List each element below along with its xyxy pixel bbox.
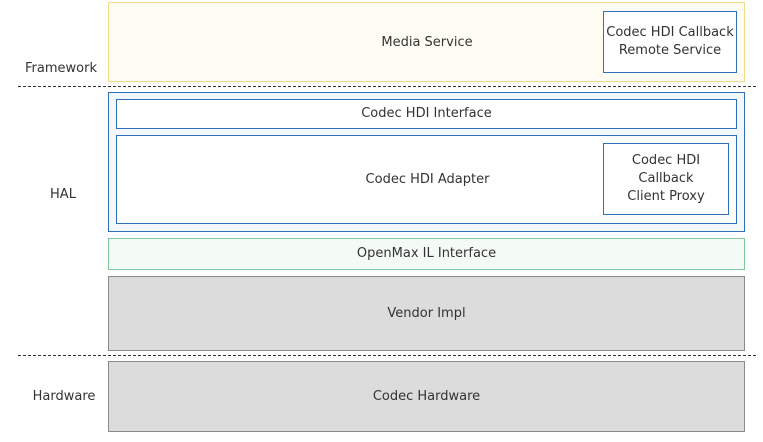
callback-remote-service-block: Codec HDI Callback Remote Service xyxy=(603,11,737,73)
callback-client-proxy-block: Codec HDI Callback Client Proxy xyxy=(603,143,729,215)
vendor-impl-block: Vendor Impl xyxy=(108,276,745,351)
codec-hdi-interface-block: Codec HDI Interface xyxy=(116,99,737,129)
callback-client-proxy-line1: Codec HDI Callback xyxy=(631,153,701,186)
openmax-il-interface-block: OpenMax IL Interface xyxy=(108,238,745,270)
hal-layer-label: HAL xyxy=(50,187,76,202)
codec-hdi-interface-label: Codec HDI Interface xyxy=(361,106,492,121)
framework-hal-divider xyxy=(18,86,756,87)
vendor-impl-label: Vendor Impl xyxy=(387,305,466,321)
callback-remote-service-line2: Remote Service xyxy=(618,43,722,58)
codec-hdi-adapter-label: Codec HDI Adapter xyxy=(365,172,490,187)
codec-hardware-block: Codec Hardware xyxy=(108,361,745,432)
framework-layer-label: Framework xyxy=(25,61,97,76)
hal-hardware-divider xyxy=(18,355,756,356)
openmax-il-interface-label: OpenMax IL Interface xyxy=(356,246,497,261)
hardware-layer-label: Hardware xyxy=(32,389,96,404)
callback-remote-service-line1: Codec HDI Callback xyxy=(606,25,734,40)
codec-hardware-label: Codec Hardware xyxy=(372,388,481,404)
callback-client-proxy-line2: Client Proxy xyxy=(627,189,705,204)
media-service-label: Media Service xyxy=(381,35,473,50)
